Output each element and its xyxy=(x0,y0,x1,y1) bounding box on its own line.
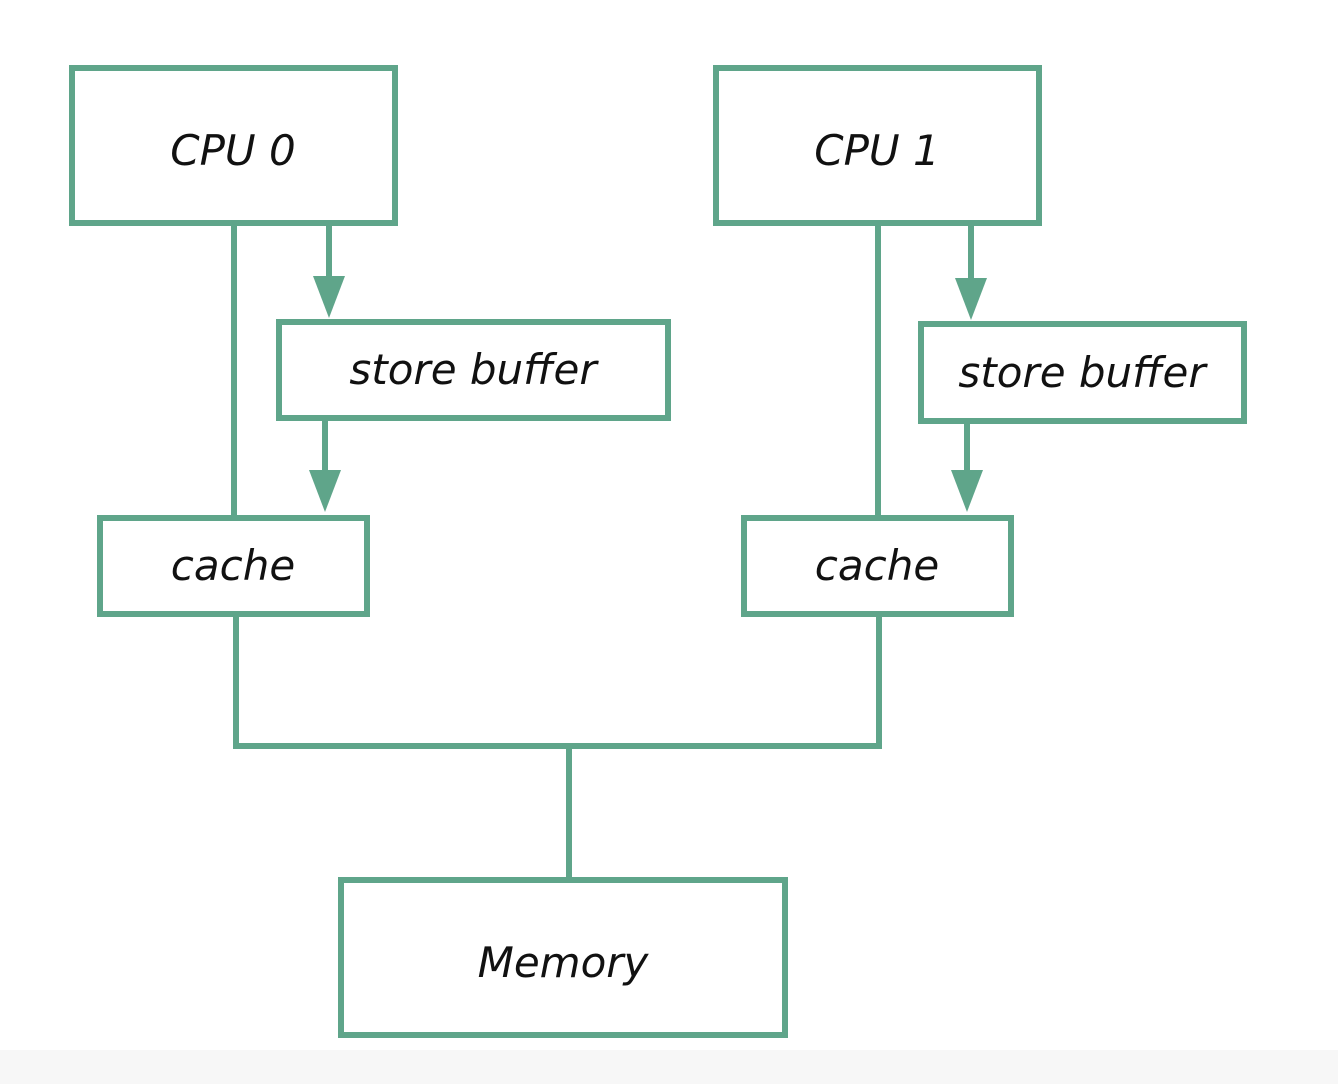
bus-line xyxy=(233,614,882,749)
cpu1-storebuffer-arrowhead xyxy=(955,278,987,320)
memory-box xyxy=(338,877,788,1038)
sb0-cache-arrowhead xyxy=(309,470,341,512)
store-buffer0-box xyxy=(276,319,671,421)
bottom-strip xyxy=(0,1050,1338,1084)
cpu1-label: CPU 1 xyxy=(814,126,939,175)
sb1-cache-arrowhead xyxy=(951,470,983,512)
cpu0-label: CPU 0 xyxy=(170,126,295,175)
store-buffer0-label: store buffer xyxy=(349,345,599,394)
memory-label: Memory xyxy=(478,938,650,987)
cache1-label: cache xyxy=(815,541,939,590)
store-buffer1-box xyxy=(918,321,1247,424)
cpu0-storebuffer-arrowhead xyxy=(313,276,345,318)
store-buffer1-label: store buffer xyxy=(958,348,1208,397)
cpu-memory-diagram: CPU 0 CPU 1 store buffer store buffer ca… xyxy=(69,65,1247,1038)
cache0-label: cache xyxy=(171,541,295,590)
